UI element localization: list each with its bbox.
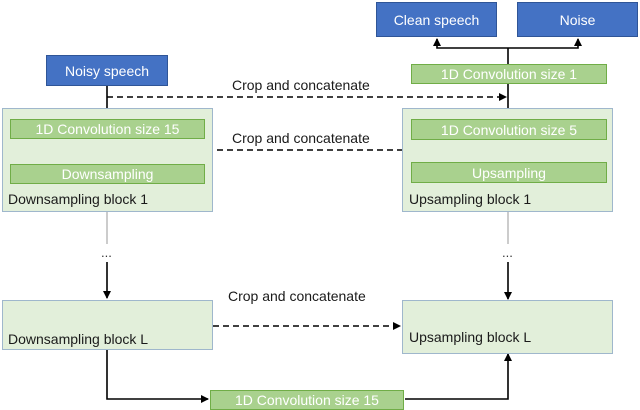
upsampling-block-L-title: Upsampling block L	[409, 329, 532, 345]
upsampling-layer: Upsampling	[411, 162, 607, 183]
skip-label-bottom: Crop and concatenate	[228, 288, 366, 304]
line-blockL-to-bottleneck	[106, 350, 209, 403]
arrow-to-clean-speech	[433, 38, 508, 49]
upsampling-block-1-title: Upsampling block 1	[409, 191, 532, 207]
downsampling-block-L-title: Downsampling block L	[8, 331, 149, 347]
skip-label-middle: Crop and concatenate	[232, 130, 370, 146]
bottleneck-conv-label: 1D Convolution size 15	[235, 392, 379, 408]
upsampling-label: Upsampling	[472, 164, 546, 181]
noisy-speech-box: Noisy speech	[46, 55, 168, 86]
downsampling-label: Downsampling	[61, 166, 154, 182]
ellipsis-left: ...	[101, 245, 112, 260]
decoder-conv-label: 1D Convolution size 5	[440, 121, 578, 138]
noisy-speech-label: Noisy speech	[64, 62, 150, 79]
clean-speech-box: Clean speech	[376, 2, 497, 37]
noise-box: Noise	[517, 2, 638, 37]
ellipsis-right: ...	[502, 245, 513, 260]
upsampling-block-L	[402, 300, 613, 354]
line-bottleneck-to-upblockL	[405, 353, 512, 400]
encoder-conv-label: 1D Convolution size 15	[35, 121, 180, 137]
decoder-conv-layer: 1D Convolution size 5	[411, 119, 607, 140]
downsampling-block-1-title: Downsampling block 1	[8, 191, 149, 207]
final-conv-label: 1D Convolution size 1	[440, 66, 578, 82]
noise-label: Noise	[559, 11, 596, 28]
final-conv-layer: 1D Convolution size 1	[411, 64, 607, 84]
downsampling-layer: Downsampling	[10, 164, 205, 184]
clean-speech-label: Clean speech	[393, 11, 480, 28]
bottleneck-conv-layer: 1D Convolution size 15	[210, 390, 404, 410]
downsampling-block-L	[2, 300, 213, 350]
skip-label-top: Crop and concatenate	[232, 77, 370, 93]
arrow-to-noise	[508, 38, 582, 49]
encoder-conv-layer: 1D Convolution size 15	[10, 119, 205, 139]
